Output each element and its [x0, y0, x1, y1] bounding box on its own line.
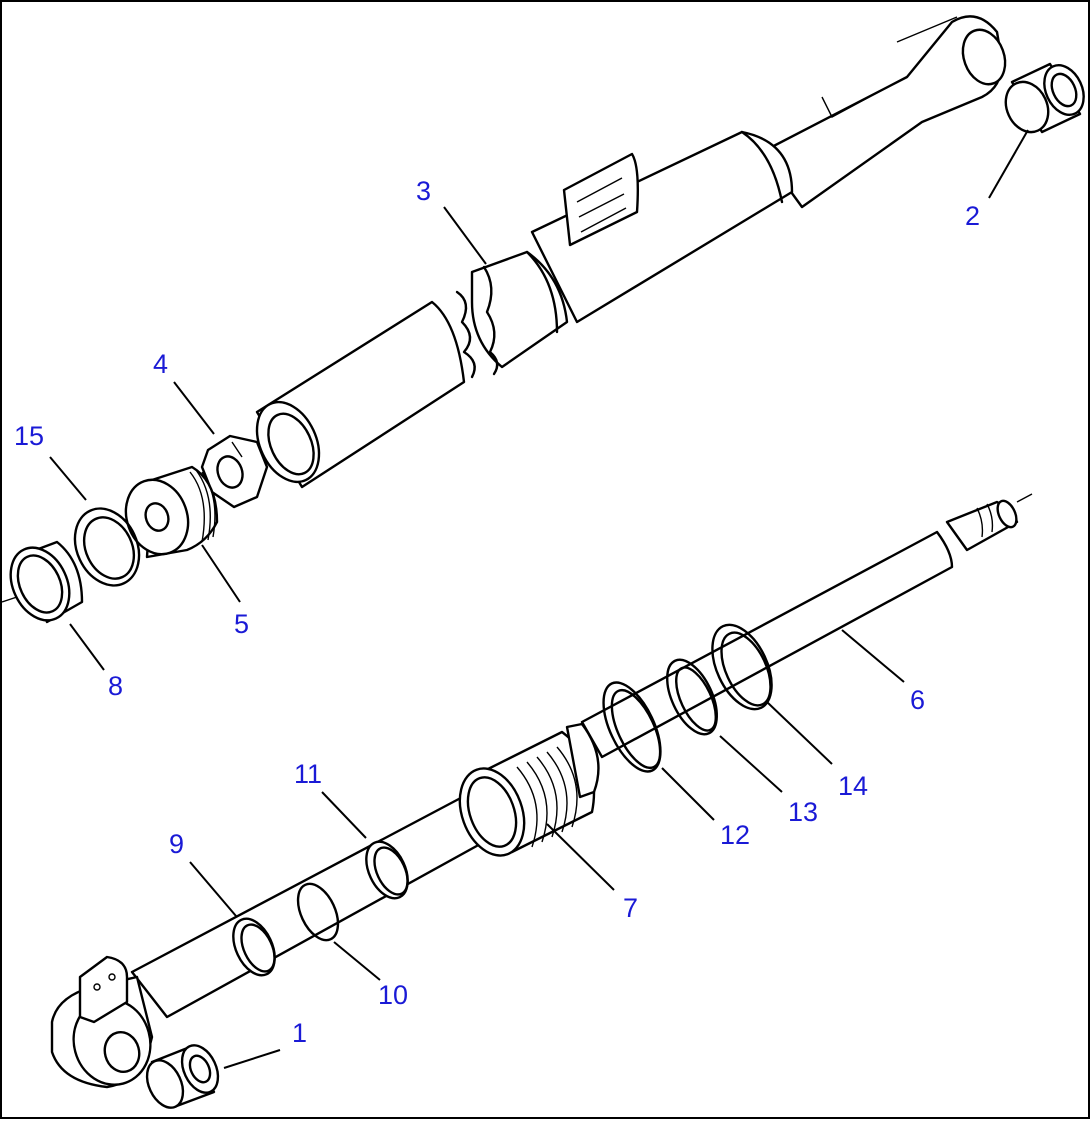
- callout-5: 5: [234, 609, 249, 639]
- ring-14: [711, 623, 773, 711]
- ring-12: [602, 681, 662, 773]
- piston: [124, 465, 219, 559]
- callout-6: 6: [910, 685, 925, 715]
- ring-9: [232, 917, 276, 977]
- callout-12: 12: [720, 820, 750, 850]
- piston-rod: [50, 499, 1019, 1089]
- callout-11: 11: [294, 759, 322, 789]
- front-bushing: [145, 1044, 220, 1109]
- ring-13: [666, 658, 718, 736]
- callout-9: 9: [169, 829, 184, 859]
- leader-lines: [49, 129, 1029, 1069]
- callout-4: 4: [153, 349, 168, 379]
- cylinder-tube: [255, 15, 1007, 489]
- centerline: [1016, 493, 1033, 503]
- callout-7: 7: [623, 893, 638, 923]
- centerline: [2, 596, 18, 603]
- callout-8: 8: [108, 671, 123, 701]
- ring: [73, 507, 141, 587]
- wiper-ring: [9, 540, 84, 624]
- callout-13: 13: [788, 797, 818, 827]
- nut: [200, 434, 269, 509]
- ring-10: [296, 882, 340, 942]
- callout-14: 14: [838, 771, 868, 801]
- callout-1: 1: [292, 1018, 307, 1048]
- rear-bushing: [1004, 62, 1085, 134]
- cylinder-head: [458, 722, 600, 857]
- callout-15: 15: [14, 421, 44, 451]
- ring-11: [365, 840, 409, 900]
- callout-3: 3: [416, 176, 431, 206]
- callout-10: 10: [378, 980, 408, 1010]
- callout-2: 2: [965, 201, 980, 231]
